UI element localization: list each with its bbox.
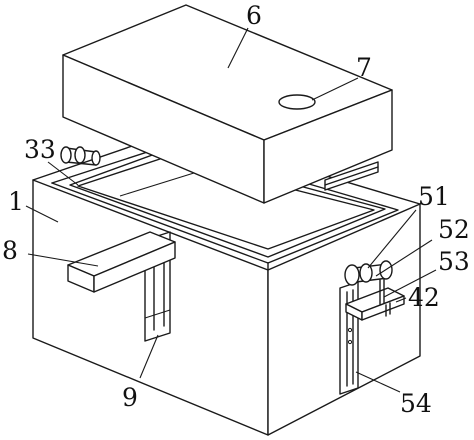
label-33: 33 bbox=[24, 135, 56, 164]
reference-numerals: 6 7 33 1 8 9 51 52 53 42 54 bbox=[2, 1, 470, 418]
label-42: 42 bbox=[408, 283, 440, 312]
leader-lines bbox=[25, 27, 437, 393]
label-53: 53 bbox=[438, 247, 470, 276]
label-52: 52 bbox=[438, 215, 470, 244]
label-9: 9 bbox=[122, 383, 138, 412]
label-1: 1 bbox=[8, 187, 24, 216]
label-51: 51 bbox=[418, 182, 450, 211]
label-7: 7 bbox=[356, 53, 372, 82]
lid bbox=[62, 4, 393, 204]
right-rear-rail bbox=[324, 161, 379, 191]
right-guide-slot bbox=[339, 281, 359, 395]
inner-tray bbox=[69, 149, 386, 258]
lid-oval-opening bbox=[278, 94, 316, 110]
left-rear-drive bbox=[60, 146, 101, 166]
label-6: 6 bbox=[246, 1, 262, 30]
label-54: 54 bbox=[400, 389, 432, 418]
label-8: 8 bbox=[2, 236, 18, 265]
